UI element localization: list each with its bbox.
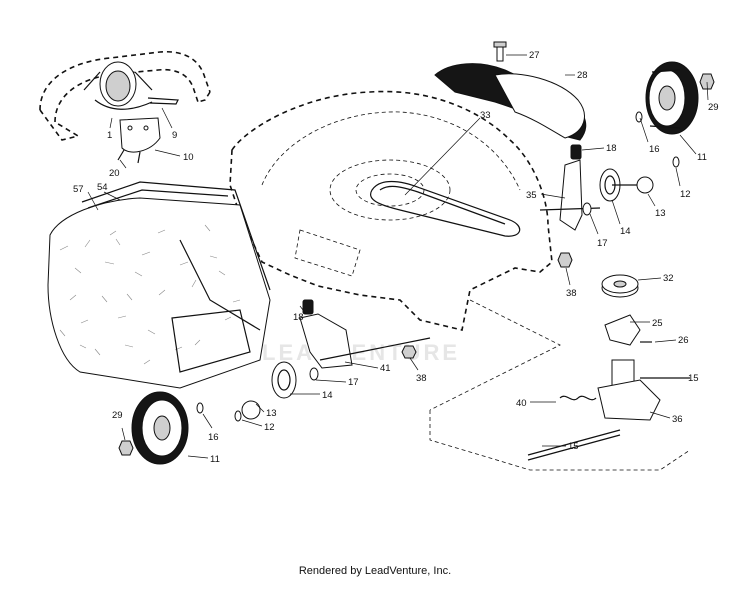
callout-41: 41 bbox=[380, 363, 391, 374]
callout-11: 11 bbox=[697, 152, 707, 163]
callout-29-bottom: 29 bbox=[112, 410, 123, 421]
callout-17-top: 17 bbox=[597, 238, 608, 249]
height-adjuster-bottom bbox=[234, 299, 431, 422]
callout-12-bottom: 12 bbox=[264, 422, 275, 433]
callout-15-bottom: 15 bbox=[568, 441, 579, 452]
callout-29: 29 bbox=[708, 102, 719, 113]
callout-17-bottom: 17 bbox=[348, 377, 359, 388]
callout-10: 10 bbox=[183, 152, 194, 163]
callout-14-bottom: 14 bbox=[322, 390, 333, 401]
mower-deck-outline bbox=[229, 90, 553, 331]
callout-13-top: 13 bbox=[655, 208, 666, 219]
wheel-bottom-left bbox=[131, 391, 189, 465]
callout-54: 54 bbox=[97, 182, 108, 193]
wheel-top-right bbox=[645, 61, 699, 135]
callout-33: 33 bbox=[480, 110, 491, 121]
callout-12-top: 12 bbox=[680, 189, 691, 200]
height-adjuster-top bbox=[539, 144, 680, 231]
callout-27: 27 bbox=[529, 50, 540, 61]
callout-16-bottom: 16 bbox=[208, 432, 219, 443]
callout-32: 32 bbox=[663, 273, 674, 284]
callout-38-bottom: 38 bbox=[416, 373, 427, 384]
callouts: 27 28 29 11 1 9 10 20 33 18 16 12 13 35 … bbox=[73, 50, 719, 465]
hub-cap-bottom-left bbox=[118, 440, 134, 456]
callout-9: 9 bbox=[172, 130, 177, 141]
discharge-chute bbox=[434, 41, 587, 141]
handle-bracket bbox=[117, 117, 161, 164]
callout-38-top: 38 bbox=[566, 288, 577, 299]
callout-28: 28 bbox=[577, 70, 588, 81]
callout-26: 26 bbox=[678, 335, 689, 346]
transmission-assembly bbox=[429, 274, 691, 471]
grass-bag bbox=[47, 181, 271, 389]
callout-20: 20 bbox=[109, 168, 120, 179]
callout-16-top: 16 bbox=[649, 144, 660, 155]
callout-18-top: 18 bbox=[606, 143, 617, 154]
callout-25: 25 bbox=[652, 318, 663, 329]
callout-40: 40 bbox=[516, 398, 527, 409]
nut-lower bbox=[401, 345, 417, 359]
callout-1: 1 bbox=[107, 130, 112, 141]
callout-57: 57 bbox=[73, 184, 84, 195]
handle-knob bbox=[83, 61, 179, 110]
callout-14-top: 14 bbox=[620, 226, 631, 237]
callout-36: 36 bbox=[672, 414, 683, 425]
drive-belt bbox=[370, 180, 521, 237]
washer-bottom-left bbox=[196, 402, 204, 414]
callout-18-bottom: 18 bbox=[293, 312, 304, 323]
hub-cap-top-right bbox=[699, 73, 715, 90]
callout-11-bottom: 11 bbox=[210, 454, 220, 465]
nut-upper bbox=[557, 252, 573, 268]
watermark-text: LEADVENTURE bbox=[262, 340, 460, 365]
footer-credit: Rendered by LeadVenture, Inc. bbox=[298, 565, 452, 577]
callout-35: 35 bbox=[526, 190, 537, 201]
callout-15-right: 15 bbox=[688, 373, 699, 384]
callout-13-bottom: 13 bbox=[266, 408, 277, 419]
